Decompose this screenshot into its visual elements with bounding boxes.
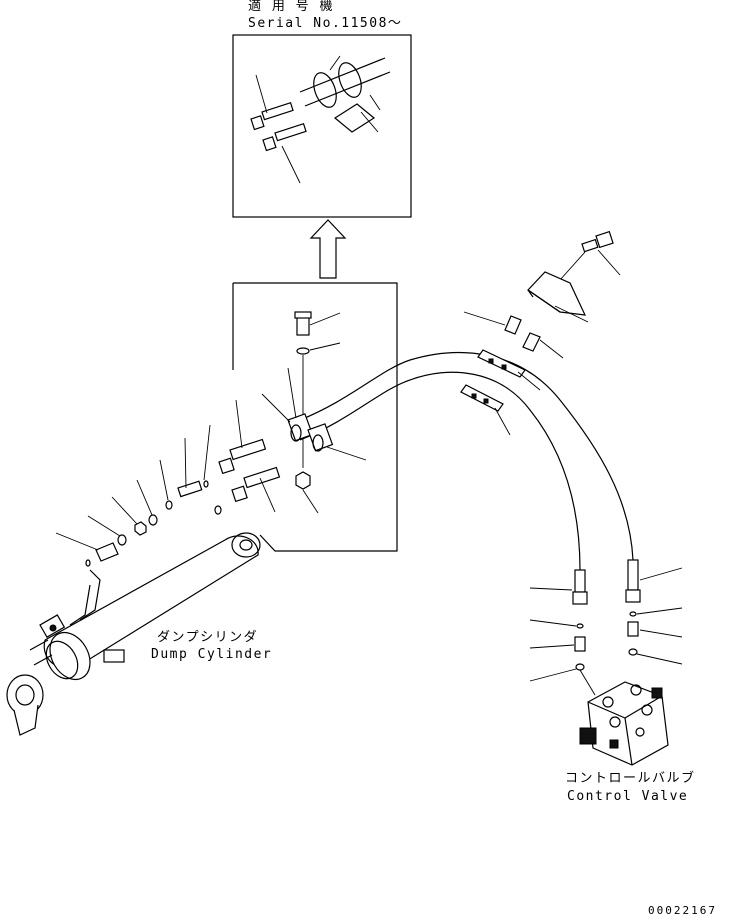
inset-frame <box>232 34 412 218</box>
dump-cylinder <box>6 532 261 736</box>
inset-hose <box>299 57 391 133</box>
pad-1 <box>463 311 522 335</box>
pad-2 <box>522 332 564 359</box>
protector-cover <box>527 271 589 323</box>
hose-end-upper <box>218 367 297 475</box>
inset-heading-serial: Serial No.11508～ <box>248 16 402 31</box>
hose-clamp <box>287 413 367 461</box>
inset-bolt-lower <box>262 122 307 152</box>
spacer-block-2 <box>460 384 511 436</box>
clamp-nut <box>295 471 319 514</box>
control-valve-label-en: Control Valve <box>567 789 688 804</box>
inset-heading-jp: 適 用 号 機 <box>248 0 334 14</box>
dump-cylinder-label-en: Dump Cylinder <box>151 647 272 662</box>
control-valve <box>579 681 669 766</box>
cylinder-fittings <box>55 424 222 567</box>
hose-end-lower <box>231 466 281 513</box>
upgrade-arrow <box>309 219 347 279</box>
inset-panel: 適 用 号 機 Serial No.11508～ <box>232 0 412 218</box>
cover-bolt <box>559 230 621 281</box>
hydraulic-hose-upper <box>299 352 634 561</box>
hydraulic-hose-lower <box>299 371 581 571</box>
drawing-number: 00022167 <box>648 904 717 917</box>
clamp-bolt <box>294 311 341 336</box>
inset-bolt-upper <box>250 101 294 131</box>
valve-fittings-right <box>625 559 683 665</box>
valve-fittings-left <box>529 569 596 696</box>
dump-cylinder-label-jp: ダンプシリンダ <box>157 630 258 645</box>
washer <box>296 342 341 355</box>
spacer-block-1 <box>477 349 541 391</box>
control-valve-label-jp: コントロールバルブ <box>565 770 696 786</box>
fitting-group-frame <box>232 282 398 552</box>
